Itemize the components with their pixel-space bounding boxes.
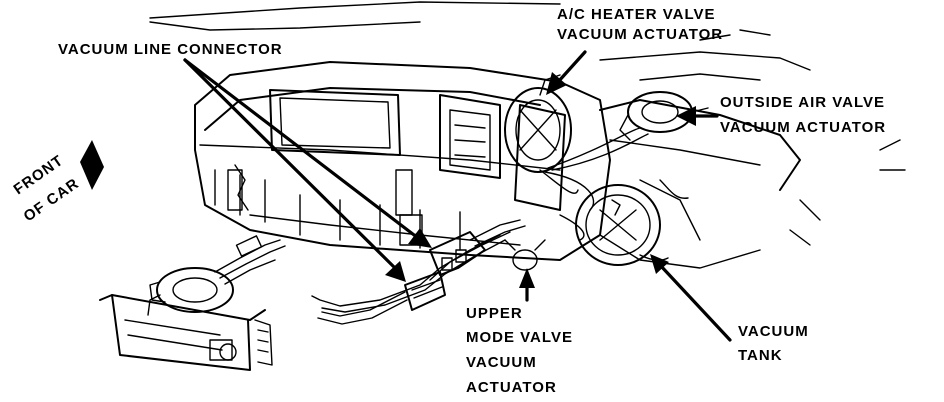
label-upper-mode-line1: UPPER <box>466 305 523 322</box>
dashboard-outline <box>149 1 811 81</box>
label-outside-air-valve-line1: OUTSIDE AIR VALVE <box>720 94 885 111</box>
label-outside-air-valve-line2: VACUUM ACTUATOR <box>720 119 886 136</box>
leader-vacuum-line-connector <box>183 58 432 282</box>
vacuum-tank <box>575 184 661 266</box>
leader-upper-mode-valve <box>519 268 535 302</box>
vacuum-line-connector-body <box>429 219 526 276</box>
label-ac-heater-valve-line1: A/C HEATER VALVE <box>557 6 716 23</box>
label-vacuum-line-connector: VACUUM LINE CONNECTOR <box>58 41 283 58</box>
label-upper-mode-line4: ACTUATOR <box>466 379 557 396</box>
leader-vacuum-tank <box>650 254 732 342</box>
vacuum-line-connector-lower <box>317 271 446 325</box>
label-vacuum-tank-line1: VACUUM <box>738 323 809 340</box>
label-upper-mode-line3: VACUUM <box>466 354 537 371</box>
control-head-vacuum-valve <box>147 235 286 316</box>
upper-mode-valve-actuator <box>504 239 546 271</box>
front-of-car-arrow-icon <box>80 140 104 190</box>
control-head-panel <box>99 294 273 371</box>
label-upper-mode-line2: MODE VALVE <box>466 329 573 346</box>
leader-ac-heater-valve <box>546 50 587 95</box>
vacuum-hoses <box>311 127 689 313</box>
background-texture <box>699 29 906 246</box>
label-vacuum-tank-line2: TANK <box>738 347 783 364</box>
ac-heater-valve-actuator <box>504 74 572 173</box>
leader-outside-air-valve <box>676 106 719 126</box>
label-ac-heater-valve-line2: VACUUM ACTUATOR <box>557 26 723 43</box>
